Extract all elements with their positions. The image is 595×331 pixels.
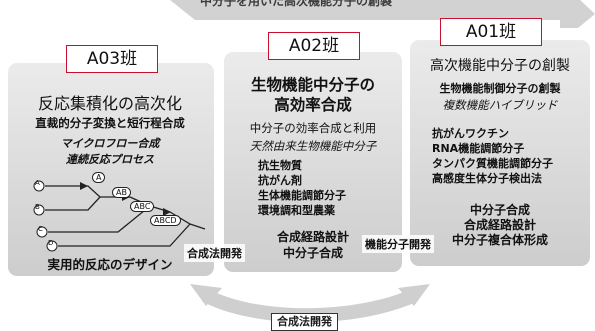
connector-label-a02-a01: 機能分子開発 xyxy=(362,235,434,253)
a03-title: 反応集積化の高次化 xyxy=(37,94,182,113)
flow-chip-ab: AB xyxy=(112,187,131,198)
a02-title-line1: 生物機能中分子の xyxy=(250,76,375,94)
bottom-synthesis-box: 合成法開発 xyxy=(271,313,338,331)
a01-item: 抗がんワクチン xyxy=(432,127,509,140)
a01-item-list: 抗がんワクチン RNA機能調節分子 タンパク質機能調節分子 高感度生体分子検出法 xyxy=(432,126,553,186)
flow-chip-a: A xyxy=(92,172,106,183)
a02-item: 環境調和型農薬 xyxy=(258,204,335,217)
a03-italic-continuous: 連続反応プロセス xyxy=(66,153,154,166)
flow-node-label-d: D xyxy=(48,239,54,247)
header-title: 中分子を用いた高次機能分子の創製 xyxy=(200,0,393,8)
flow-node-d xyxy=(46,240,58,252)
a01-item: タンパク質機能調節分子 xyxy=(432,157,553,170)
a01-bottom-item: 中分子複合体形成 xyxy=(451,233,548,247)
flow-node-c xyxy=(36,226,48,238)
tab-a02: A02班 xyxy=(268,32,360,60)
a02-item-list: 抗生物質 抗がん剤 生体機能調節分子 環境調和型農薬 xyxy=(258,158,346,218)
a02-italic: 天然由来生物機能中分子 xyxy=(249,139,377,153)
flow-node-a xyxy=(33,180,45,192)
a02-bottom-line1: 合成経路設計 xyxy=(276,230,349,244)
a03-subtitle: 直裁的分子変換と短行程合成 xyxy=(35,116,185,130)
a01-title: 高次機能中分子の創製 xyxy=(430,58,570,74)
a01-bottom-item: 合成経路設計 xyxy=(463,218,536,232)
flow-chip-abc: ABC xyxy=(130,201,155,212)
a01-bottom-list: 中分子合成 合成経路設計 中分子複合体形成 xyxy=(410,203,590,248)
a02-item: 抗がん剤 xyxy=(258,174,302,187)
a02-title-line2: 高効率合成 xyxy=(274,96,352,114)
flow-node-label-b: B xyxy=(35,203,40,211)
connector-label-a03-a02: 合成法開発 xyxy=(184,244,245,262)
flow-node-label-c: C xyxy=(38,225,43,233)
flow-node-label-a: A xyxy=(35,179,40,187)
panel-a03 xyxy=(8,63,214,276)
a01-item: 高感度生体分子検出法 xyxy=(432,172,542,185)
flow-chip-abcd: ABCD xyxy=(150,215,181,226)
header-arrow xyxy=(170,0,595,28)
a01-subtitle: 生物機能制御分子の創製 xyxy=(439,82,561,95)
a02-bottom-line2: 中分子合成 xyxy=(282,246,343,260)
a02-item: 抗生物質 xyxy=(258,159,302,172)
a01-bottom-item: 中分子合成 xyxy=(469,203,530,217)
a02-subtitle: 中分子の効率合成と利用 xyxy=(249,121,377,135)
a03-italic-microflow: マイクロフロー合成 xyxy=(60,137,160,150)
flow-node-b xyxy=(33,204,45,216)
a02-item: 生体機能調節分子 xyxy=(258,189,346,202)
a01-italic: 複数機能ハイブリッド xyxy=(442,98,558,112)
tab-a03: A03班 xyxy=(66,45,158,73)
panel-a01 xyxy=(410,40,590,266)
tab-a01: A01班 xyxy=(440,18,542,46)
a01-item: RNA機能調節分子 xyxy=(432,142,525,155)
a03-design: 実用的反応のデザイン xyxy=(47,257,173,272)
